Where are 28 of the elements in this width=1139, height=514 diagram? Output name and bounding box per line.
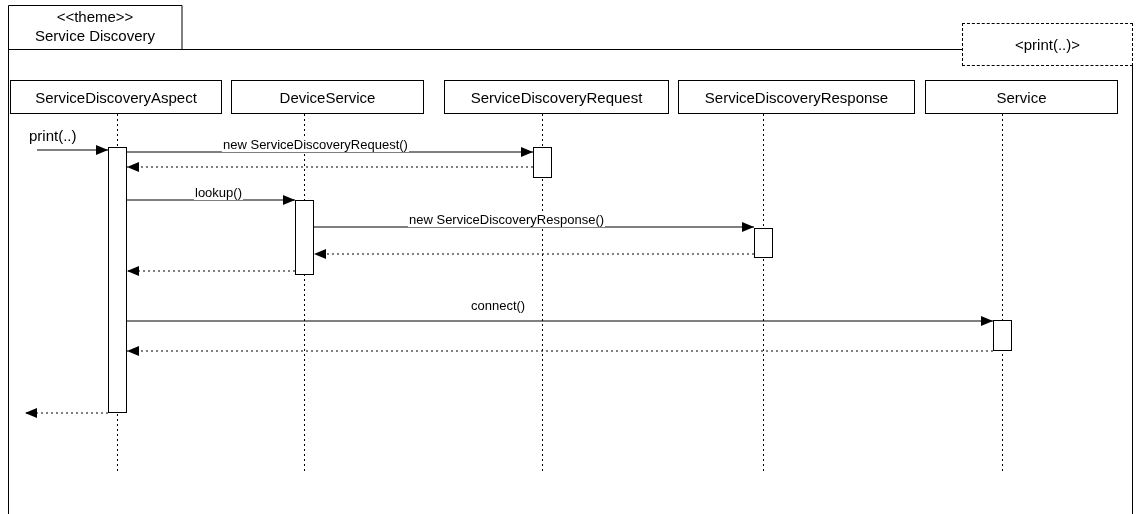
activation-bar — [993, 320, 1012, 351]
lifeline-head: DeviceService — [231, 80, 424, 114]
message-arrow — [36, 145, 109, 155]
activation-bar — [108, 147, 127, 413]
message-arrow — [126, 195, 296, 205]
activation-bar — [533, 147, 552, 178]
activation-bar — [754, 228, 773, 258]
message-label: new ServiceDiscoveryResponse() — [408, 212, 606, 227]
template-parameter-box: <print(..)> — [962, 23, 1133, 66]
frame — [8, 5, 1133, 514]
message-arrow — [126, 316, 994, 326]
lifeline-head: ServiceDiscoveryAspect — [10, 80, 222, 114]
message-label: lookup() — [194, 185, 243, 200]
message-arrow — [126, 147, 534, 157]
frame-title: <<theme>> Service Discovery — [34, 7, 156, 45]
return-arrow — [126, 346, 994, 356]
lifeline-head: Service — [925, 80, 1118, 114]
message-arrow — [313, 222, 755, 232]
lifeline-head: ServiceDiscoveryRequest — [444, 80, 669, 114]
message-label: new ServiceDiscoveryRequest() — [222, 137, 409, 152]
return-arrow — [126, 162, 534, 172]
return-arrow — [24, 408, 109, 418]
activation-bar — [295, 200, 314, 275]
return-arrow — [126, 266, 296, 276]
message-label: connect() — [470, 298, 527, 313]
return-arrow — [313, 249, 755, 259]
lifeline-head: ServiceDiscoveryResponse — [678, 80, 915, 114]
message-label: print(..) — [28, 128, 78, 143]
